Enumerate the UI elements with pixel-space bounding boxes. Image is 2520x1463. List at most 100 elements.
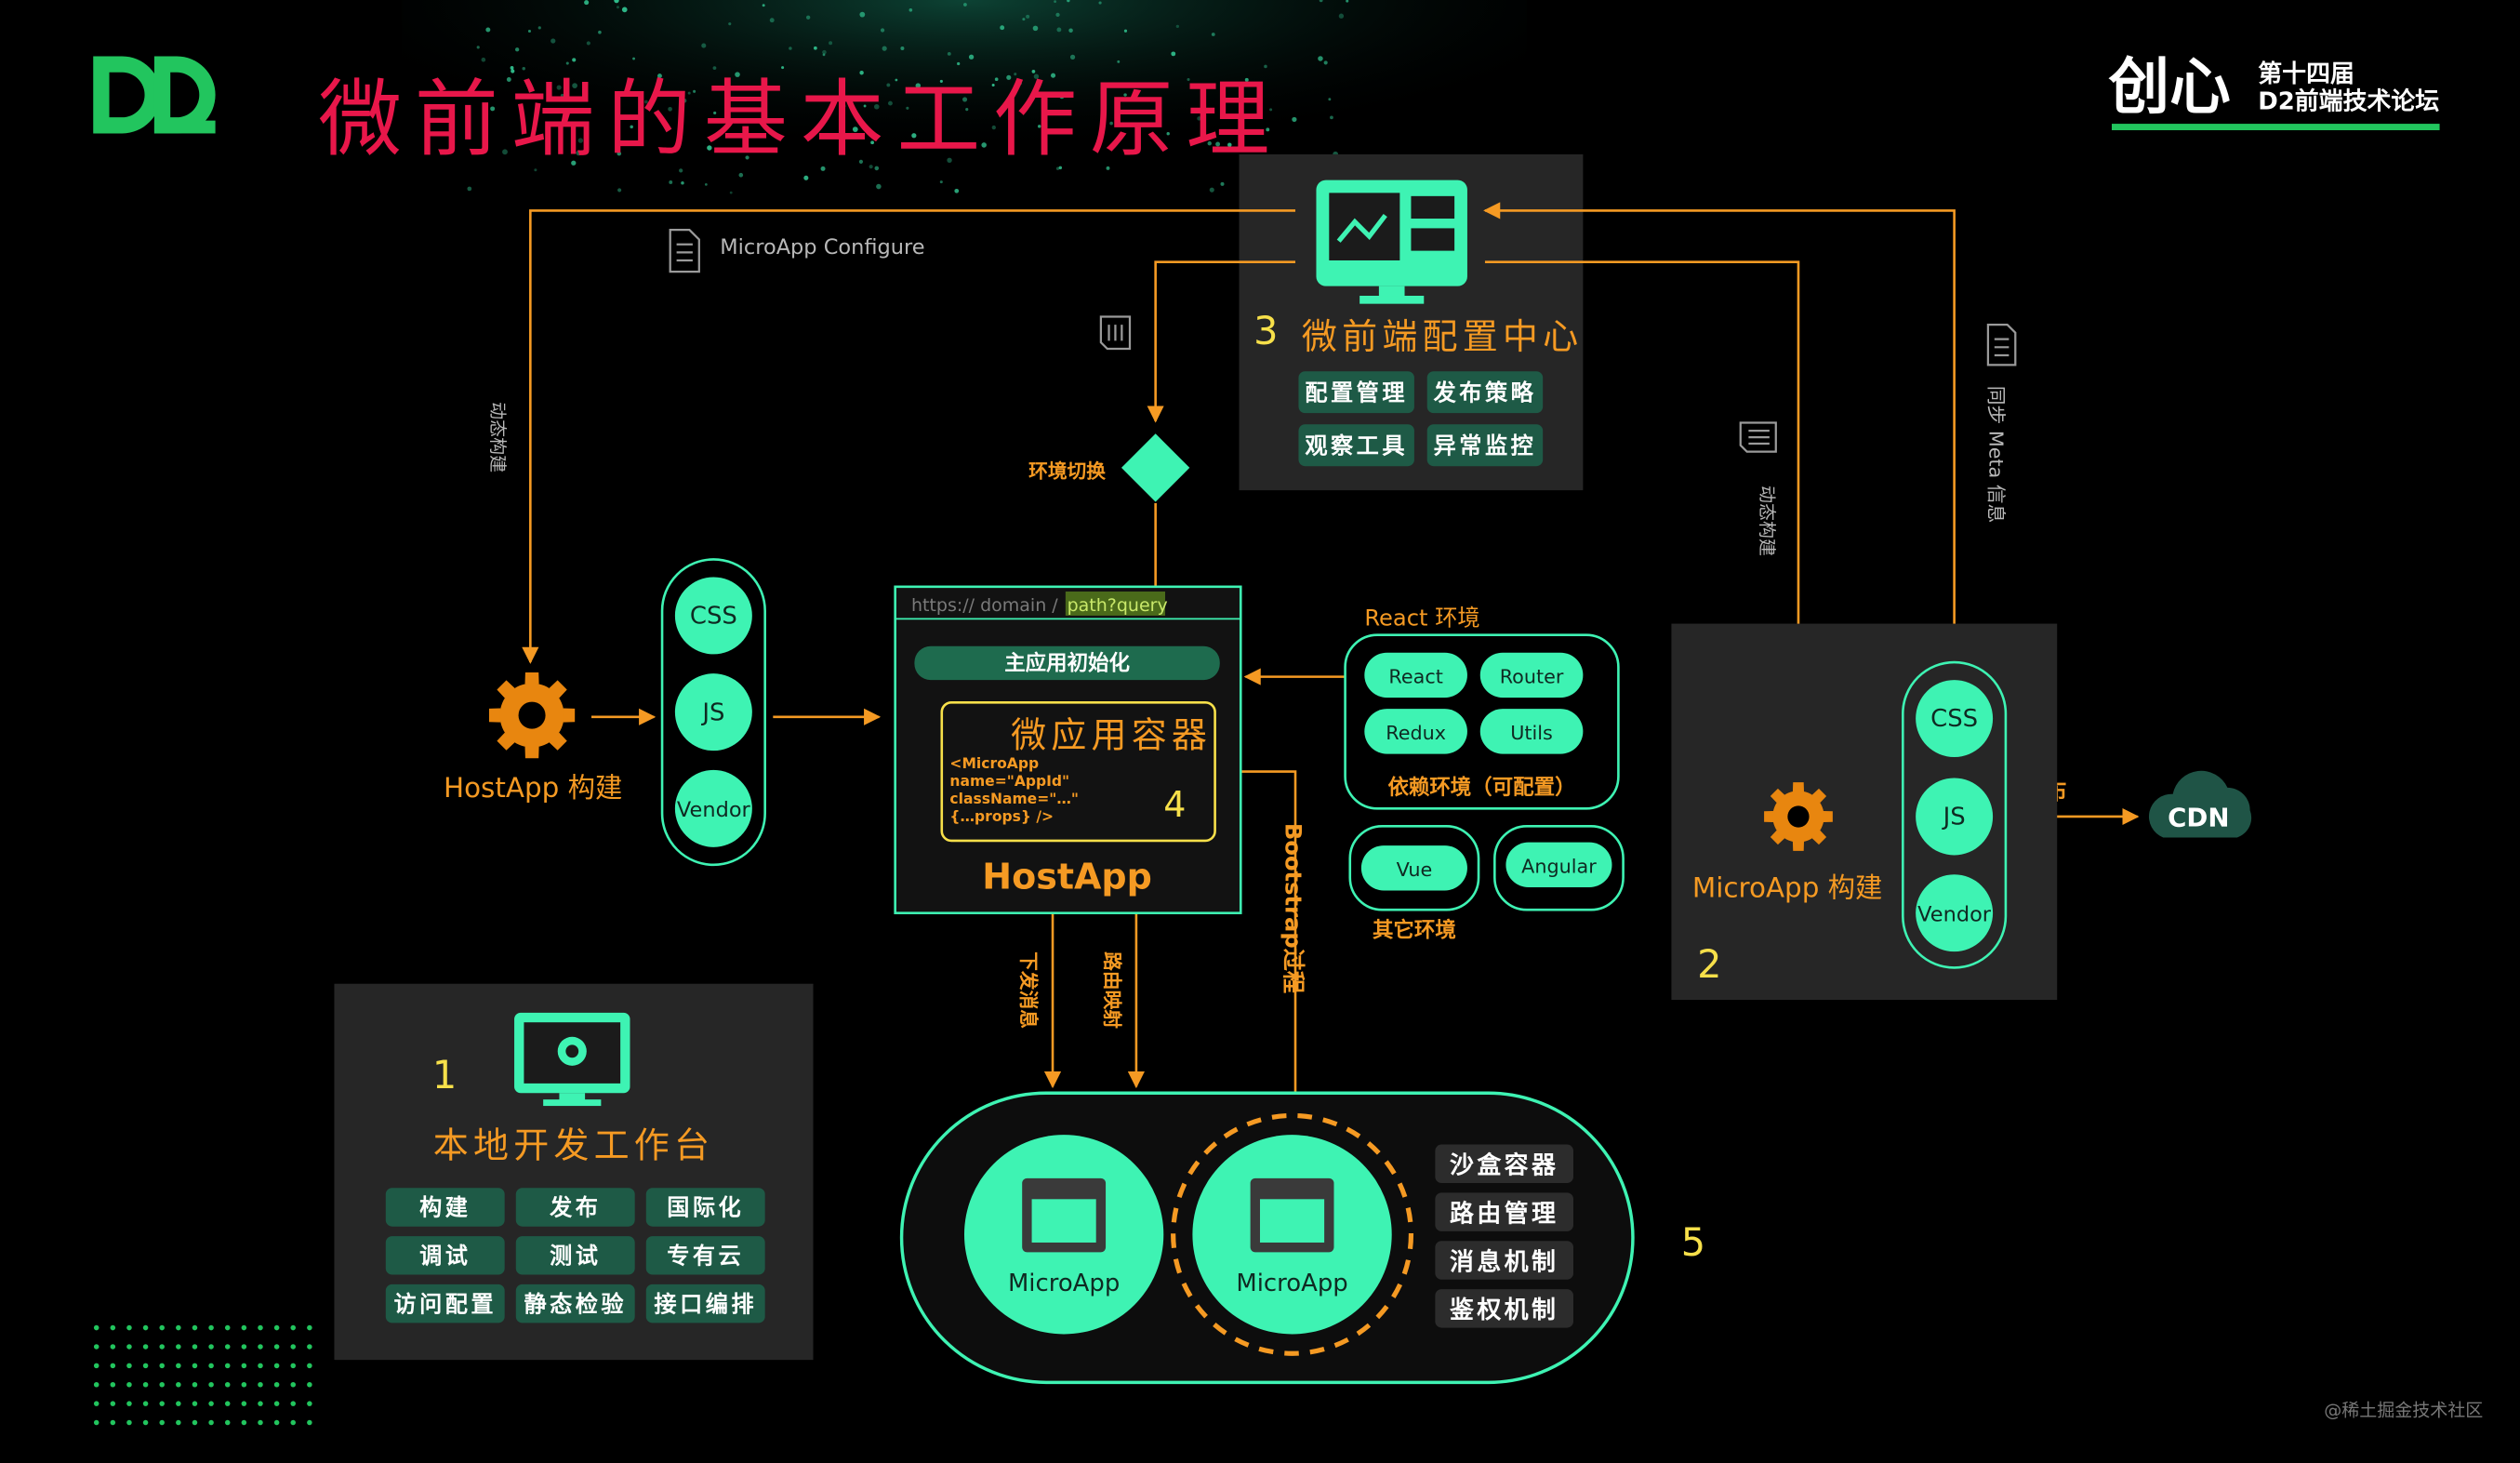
react-env-pill	[1364, 709, 1467, 754]
doc-icon-meta	[1986, 323, 2017, 366]
other-env-pill	[1505, 842, 1612, 888]
hostapp-url-highlight: path?query	[1068, 595, 1168, 616]
event-brand-logo: 创心	[2109, 52, 2231, 123]
watermark: @稀土掘金技术社区	[2324, 1401, 2483, 1421]
env-switch-diamond	[1121, 433, 1190, 502]
react-env-pill-label: React	[1388, 666, 1442, 688]
config-tag	[1298, 424, 1414, 467]
code-line: name="AppId"	[949, 773, 1069, 790]
background-particles	[464, 0, 1349, 194]
asset-circle	[674, 673, 752, 751]
runtime-number: 5	[1681, 1220, 1705, 1265]
workbench-tag	[645, 1236, 765, 1275]
asset-circle	[674, 577, 752, 655]
microapp-code-snippet: <MicroApp name="AppId" className="…" {…p…	[949, 755, 1079, 825]
workbench-tag-label: 调试	[419, 1243, 471, 1269]
runtime-feature-tag	[1435, 1192, 1574, 1231]
cdn-cloud-icon	[2148, 770, 2252, 838]
asset-circle	[1916, 680, 1994, 758]
label-env-switch: 环境切换	[1028, 459, 1106, 482]
monitor-gear-icon	[514, 1012, 630, 1107]
workbench-tag-label: 专有云	[667, 1243, 744, 1269]
cdn-label: CDN	[2168, 802, 2229, 832]
config-tag-label: 观察工具	[1305, 432, 1408, 459]
react-env-pill	[1364, 652, 1467, 698]
label-route-mapping: 路由映射	[1101, 951, 1123, 1029]
doc-icon-configure	[669, 229, 700, 273]
microapp-build-label: MicroApp 构建	[1692, 871, 1883, 903]
workbench-tag	[515, 1188, 635, 1227]
workbench-tag	[515, 1236, 635, 1275]
local-workbench-number: 1	[432, 1053, 457, 1097]
workbench-tag	[515, 1283, 635, 1323]
hostapp-build-label: HostApp 构建	[444, 772, 622, 804]
asset-label: CSS	[690, 603, 737, 631]
flow-config-to-hostapp-build	[522, 209, 1296, 664]
other-env-pill-label: Vue	[1397, 858, 1433, 881]
react-env-pill-label: Router	[1500, 666, 1564, 688]
decorative-dot-grid	[93, 1324, 312, 1426]
hostapp-browser	[894, 585, 1242, 914]
label-send-message: 下发消息	[1017, 951, 1040, 1029]
code-line: className="…"	[949, 791, 1079, 807]
react-env-pill-label: Redux	[1386, 722, 1446, 744]
asset-circle	[1916, 778, 1994, 856]
react-env-footer: 依赖环境（可配置）	[1387, 775, 1575, 800]
page-title: 微前端的基本工作原理	[318, 72, 1282, 168]
microapp-build-panel	[1671, 623, 2058, 1001]
label-microapp-configure: MicroApp Configure	[720, 235, 924, 259]
workbench-tag-label: 国际化	[667, 1195, 744, 1221]
asset-label: JS	[700, 698, 724, 726]
doc-icons	[669, 229, 2017, 453]
hostapp-url-prefix: https:// domain /	[911, 595, 1058, 616]
doc-icon-env	[1099, 315, 1132, 351]
hostapp-init-bar	[914, 645, 1220, 681]
workbench-tag-label: 接口编排	[654, 1291, 757, 1317]
hostapp-assets-capsule	[660, 558, 766, 867]
workbench-tag	[645, 1283, 765, 1323]
react-env-pill-label: Utils	[1510, 722, 1553, 744]
workbench-tag-label: 构建	[419, 1195, 471, 1221]
active-app-ring	[1171, 1112, 1414, 1356]
other-env-vue-box	[1348, 825, 1480, 911]
asset-label: Vendor	[677, 798, 751, 822]
react-env-pill	[1479, 652, 1584, 698]
asset-label: Vendor	[1917, 902, 1992, 926]
other-env-caption: 其它环境	[1373, 918, 1456, 943]
config-tag-label: 配置管理	[1305, 379, 1408, 406]
workbench-tag-label: 测试	[550, 1243, 601, 1269]
config-center-number: 3	[1253, 309, 1278, 353]
react-env-pill	[1479, 709, 1584, 754]
react-env-box	[1344, 633, 1620, 810]
workbench-tag	[385, 1188, 505, 1227]
config-tag-label: 发布策略	[1433, 379, 1537, 406]
runtime-feature-tag	[1435, 1144, 1574, 1184]
microapp-container-box	[940, 700, 1216, 843]
label-sync-meta: 同步 Meta 信息	[1985, 386, 2008, 524]
react-env-caption: React 环境	[1364, 605, 1479, 631]
hostapp-number: 4	[1163, 784, 1186, 825]
asset-label: JS	[1942, 804, 1966, 831]
doc-icon-dynamic	[1739, 421, 1777, 453]
microapp-gear-icon	[1764, 782, 1833, 851]
app-window-icon	[1022, 1177, 1107, 1253]
runtime-feature-label: 沙盒容器	[1450, 1151, 1558, 1180]
event-brand: 创心 第十四届 D2前端技术论坛	[2109, 52, 2440, 130]
d2-logo: D2	[93, 56, 216, 134]
workbench-tag	[385, 1283, 505, 1323]
other-env-pill	[1360, 845, 1467, 891]
config-tag	[1426, 371, 1544, 414]
runtime-feature-label: 消息机制	[1450, 1247, 1558, 1276]
config-tag	[1426, 424, 1544, 467]
workbench-tag-label: 静态检验	[524, 1291, 627, 1317]
asset-circle	[1916, 874, 1994, 952]
config-tag-label: 异常监控	[1434, 432, 1537, 459]
local-workbench-title: 本地开发工作台	[433, 1124, 714, 1165]
label-bootstrap: Bootstrap过程	[1280, 823, 1306, 993]
config-center-title: 微前端配置中心	[1302, 316, 1583, 357]
workbench-tag	[385, 1236, 505, 1275]
microapp-container-title: 微应用容器	[1011, 715, 1212, 756]
config-tag	[1298, 371, 1414, 414]
monitor-icon	[1316, 180, 1467, 304]
